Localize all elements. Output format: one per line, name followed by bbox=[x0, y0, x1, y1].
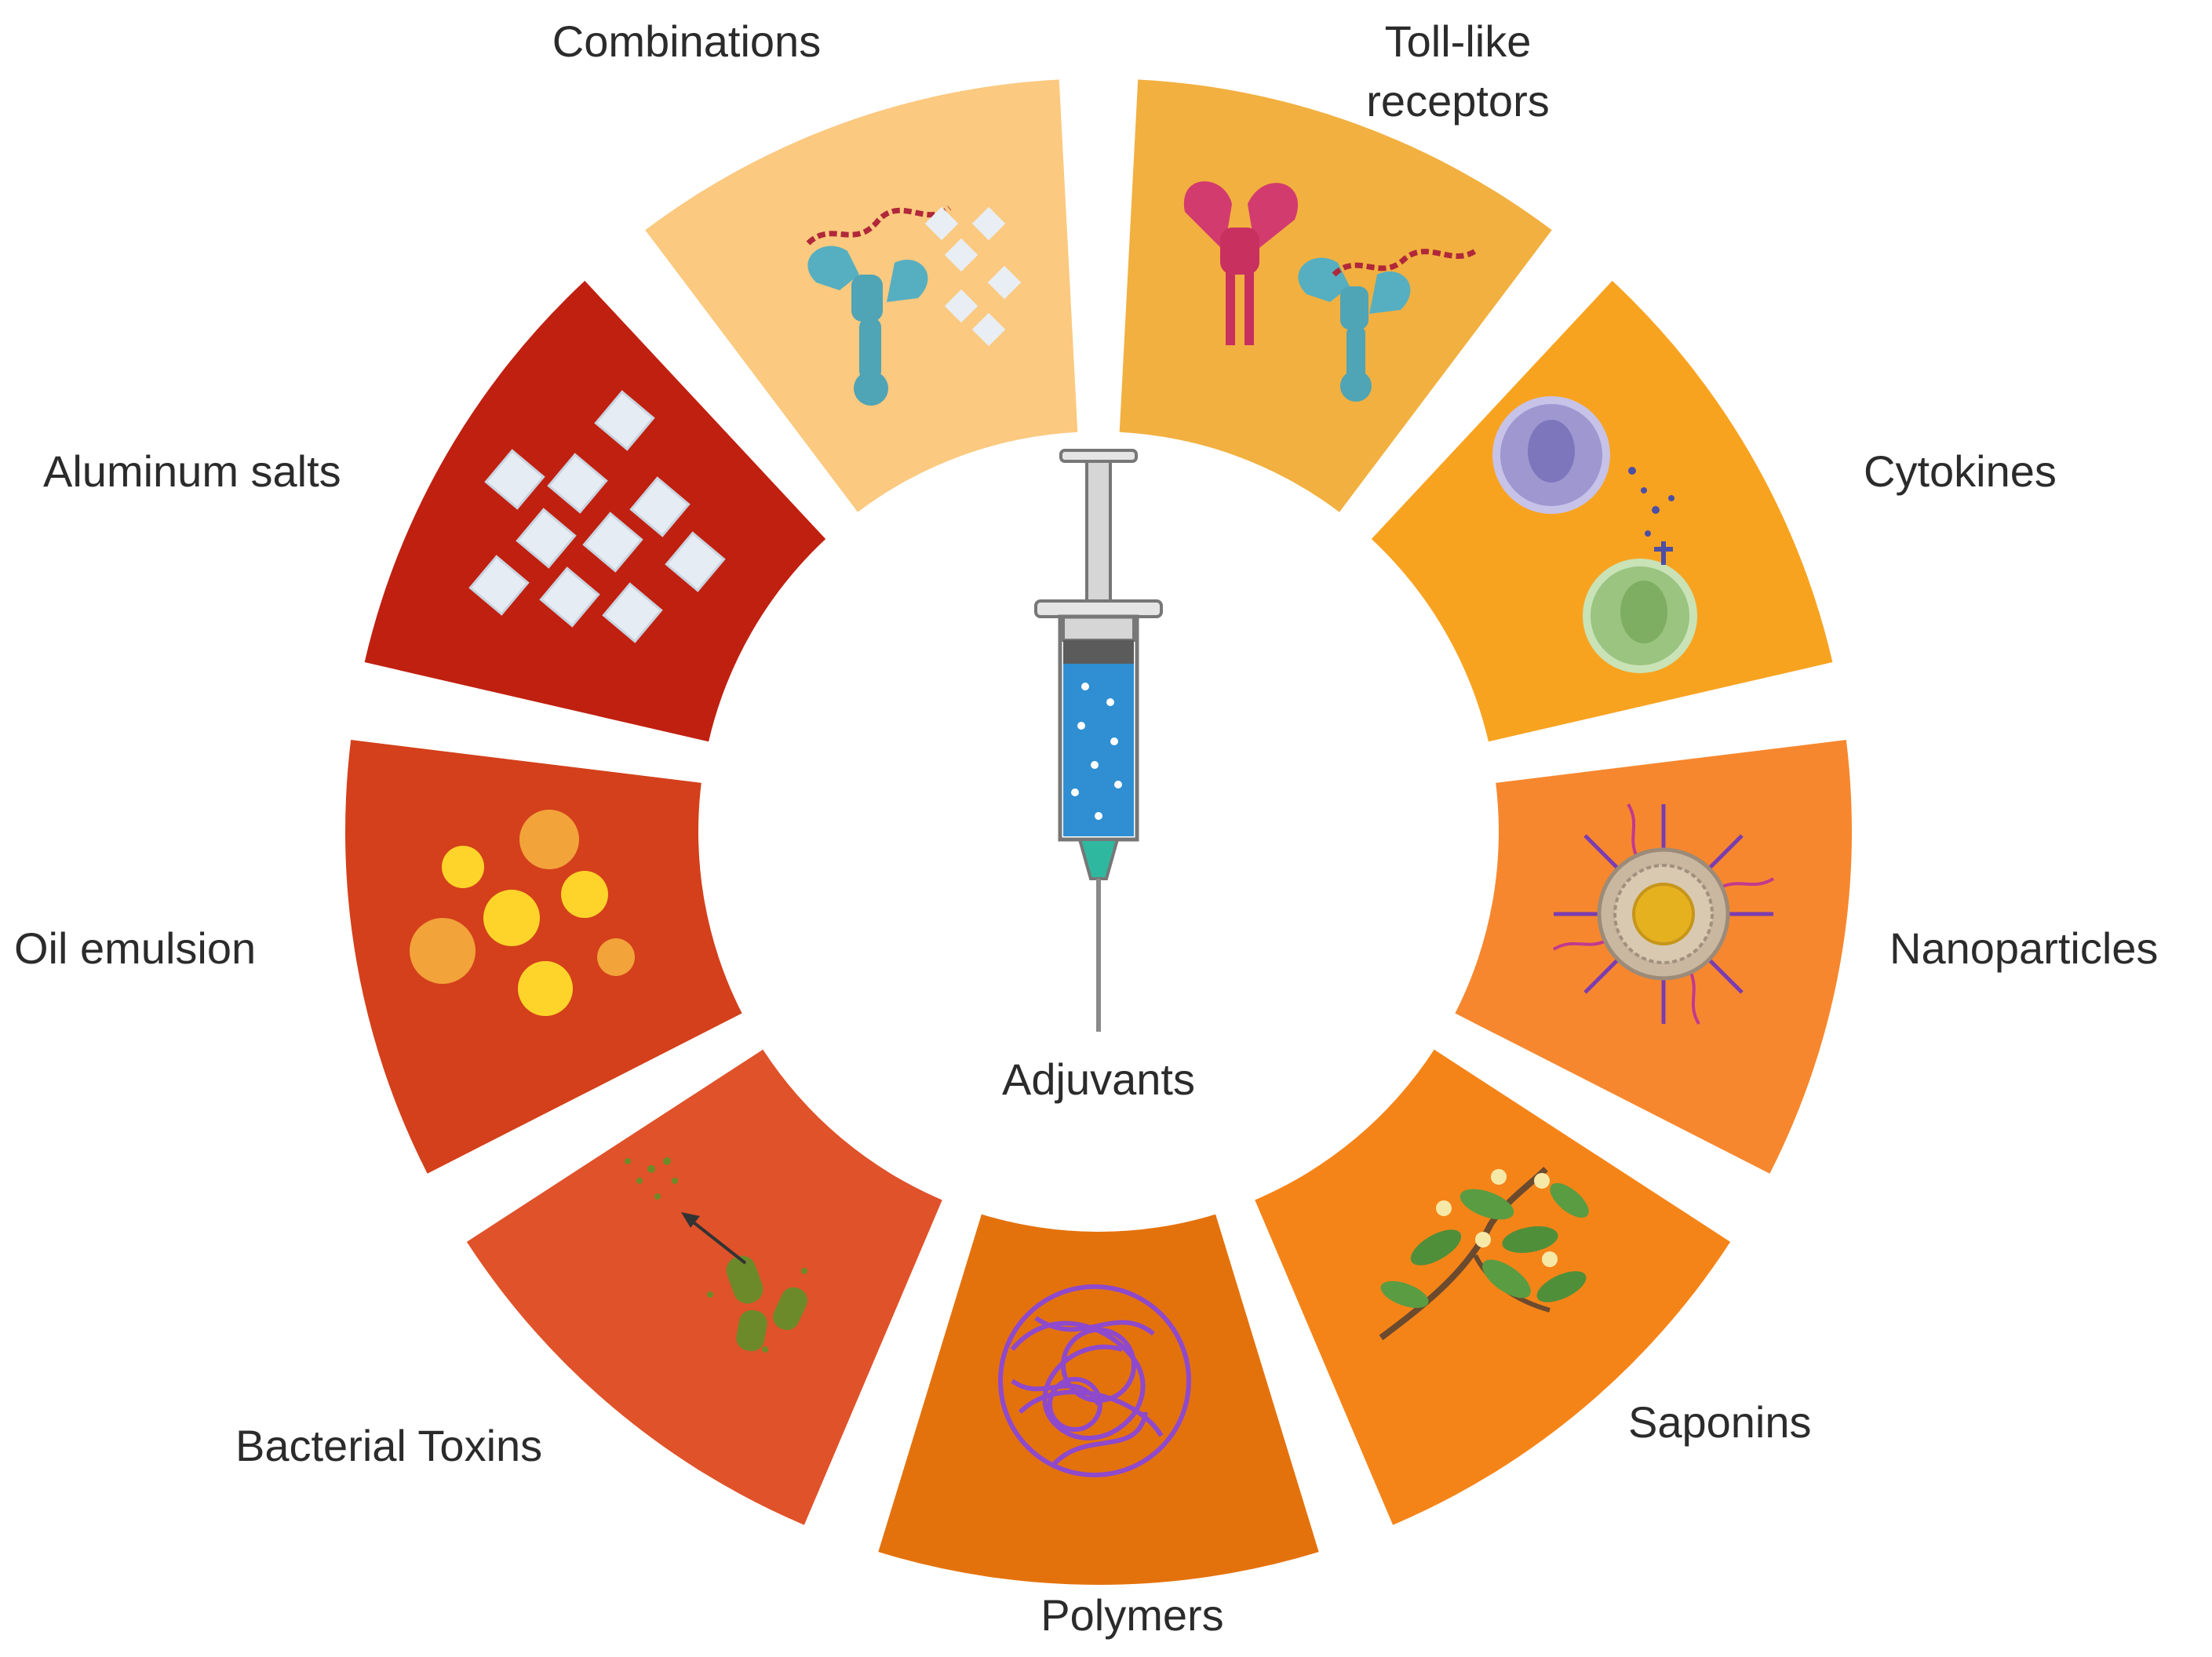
oil-droplets-icon bbox=[410, 810, 635, 1016]
segment-labels: Combinations Toll-like receptors Cytokin… bbox=[14, 16, 2158, 1640]
cytokines-label: Cytokines bbox=[1864, 446, 2057, 496]
bacteria-icon bbox=[625, 1157, 807, 1353]
segment-oil-emulsion bbox=[345, 740, 742, 1174]
combinations-label: Combinations bbox=[552, 16, 821, 66]
saponin-plant-icon bbox=[1379, 1167, 1589, 1341]
segment-saponins bbox=[1255, 1049, 1731, 1525]
green-cell-icon bbox=[1583, 559, 1697, 673]
segment-cytokines bbox=[1371, 280, 1833, 742]
nanoparticle-icon bbox=[1552, 803, 1775, 1025]
purple-cell-icon bbox=[1492, 396, 1610, 514]
toll-like-receptors-label-line2: receptors bbox=[1366, 76, 1549, 126]
oil-emulsion-label: Oil emulsion bbox=[14, 923, 256, 973]
polymers-label: Polymers bbox=[1040, 1590, 1223, 1640]
aluminum-crystal-icons bbox=[924, 206, 1022, 347]
aluminum-salt-crystals-icon bbox=[468, 390, 726, 643]
segment-bacterial-toxins bbox=[466, 1049, 942, 1525]
cytokine-particles-icon bbox=[1628, 467, 1674, 565]
icons-layer bbox=[410, 181, 1775, 1477]
tlr-receptor-icon bbox=[806, 206, 952, 406]
saponins-label: Saponins bbox=[1628, 1397, 1812, 1447]
syringe-icon bbox=[1034, 449, 1163, 1032]
polymer-tangle-icon bbox=[998, 1284, 1191, 1477]
nanoparticles-label: Nanoparticles bbox=[1889, 923, 2158, 973]
bacterial-toxins-label: Bacterial Toxins bbox=[235, 1421, 542, 1470]
segment-aluminum-salts bbox=[364, 280, 826, 742]
center-label: Adjuvants bbox=[1002, 1054, 1195, 1104]
aluminum-salts-label: Aluminum salts bbox=[43, 446, 341, 496]
toll-like-receptors-label-line1: Toll-like bbox=[1385, 16, 1532, 66]
receptor-teal-icon bbox=[1298, 248, 1477, 402]
receptor-pink-icon bbox=[1183, 181, 1299, 345]
segments-layer bbox=[345, 79, 1852, 1586]
